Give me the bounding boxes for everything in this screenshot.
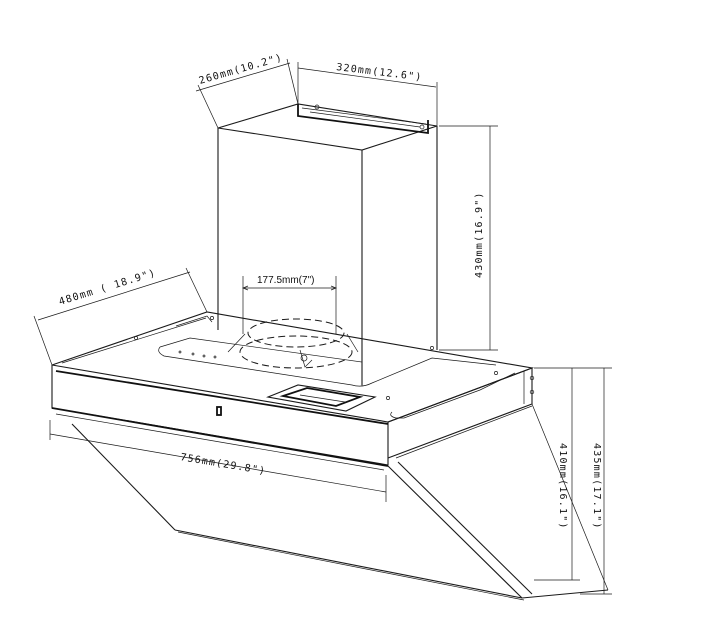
dim-hood-depth: 480mm ( 18.9") (58, 268, 158, 308)
dim-chimney-depth: 260mm(10.2") (198, 52, 284, 86)
dim-hood-height-body: 410mm(16.1") (557, 443, 568, 530)
hood-body (51, 365, 609, 601)
dim-chimney-height: 430mm(16.9") (474, 191, 485, 278)
dim-hood-width: 756mm(29.8") (180, 452, 267, 477)
dim-outlet-diameter: 177.5mm(7") (257, 275, 314, 286)
exhaust-outlet (227, 276, 359, 369)
dim-chimney-width: 320mm(12.6") (336, 62, 423, 83)
chimney (217, 103, 438, 385)
top-plate (51, 311, 535, 423)
dim-hood-height-total: 435mm(17.1") (591, 443, 602, 530)
dimension-lines (33, 58, 612, 595)
